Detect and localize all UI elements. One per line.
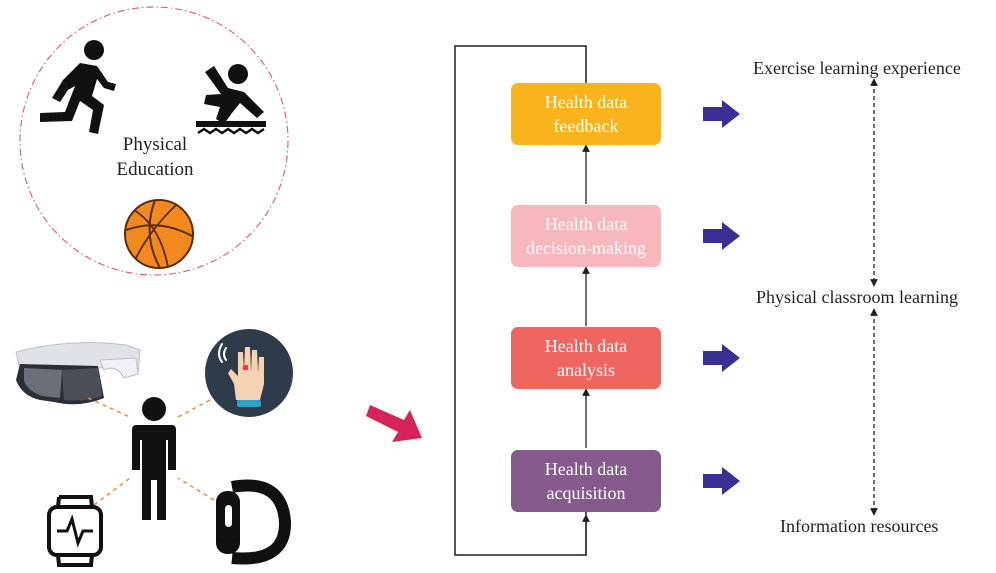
- physical-education-line1: Physical: [122, 134, 188, 155]
- physical-education-circle: [19, 6, 289, 276]
- stage-acquisition-line1: Health data: [544, 459, 628, 479]
- stage-feedback-line1: Health data: [544, 92, 628, 112]
- outcome-middle-label: Physical classroom learning: [756, 287, 958, 307]
- stage-decision-line1: Health data: [544, 214, 628, 234]
- blue-arrow-decision: [703, 222, 740, 250]
- blue-arrow-acquisition: [703, 467, 740, 495]
- physical-education-label: Physical Education: [105, 132, 205, 182]
- fitness-band-icon: [216, 479, 292, 565]
- smart-glove-icon: [205, 329, 293, 417]
- stage-acquisition-line2: acquisition: [546, 483, 626, 503]
- stage-decision-line2: decision-making: [526, 238, 646, 258]
- running-person-icon: [40, 40, 116, 134]
- blue-arrow-feedback: [703, 100, 740, 128]
- basketball-icon: [124, 199, 194, 269]
- stage-box-decision-making: Health data decision-making: [511, 205, 661, 267]
- stage-box-feedback: Health data feedback: [511, 83, 661, 145]
- stage-analysis-line1: Health data: [544, 336, 628, 356]
- falling-person-icon: [196, 64, 266, 135]
- blue-arrows: [703, 100, 740, 495]
- stage-box-analysis: Health data analysis: [511, 327, 661, 389]
- pink-flow-arrow: [366, 405, 422, 442]
- stage-box-acquisition: Health data acquisition: [511, 450, 661, 512]
- outcome-bottom-label: Information resources: [780, 516, 939, 536]
- stage-analysis-line2: analysis: [557, 360, 615, 380]
- device-connectors: [87, 397, 215, 506]
- physical-education-line2: Education: [116, 159, 194, 180]
- stage-feedback-line2: feedback: [553, 116, 619, 136]
- outcome-top-label: Exercise learning experience: [753, 58, 961, 78]
- smartwatch-icon: [47, 495, 103, 567]
- person-icon: [132, 397, 176, 520]
- vr-headset-icon: [15, 342, 141, 405]
- blue-arrow-analysis: [703, 344, 740, 372]
